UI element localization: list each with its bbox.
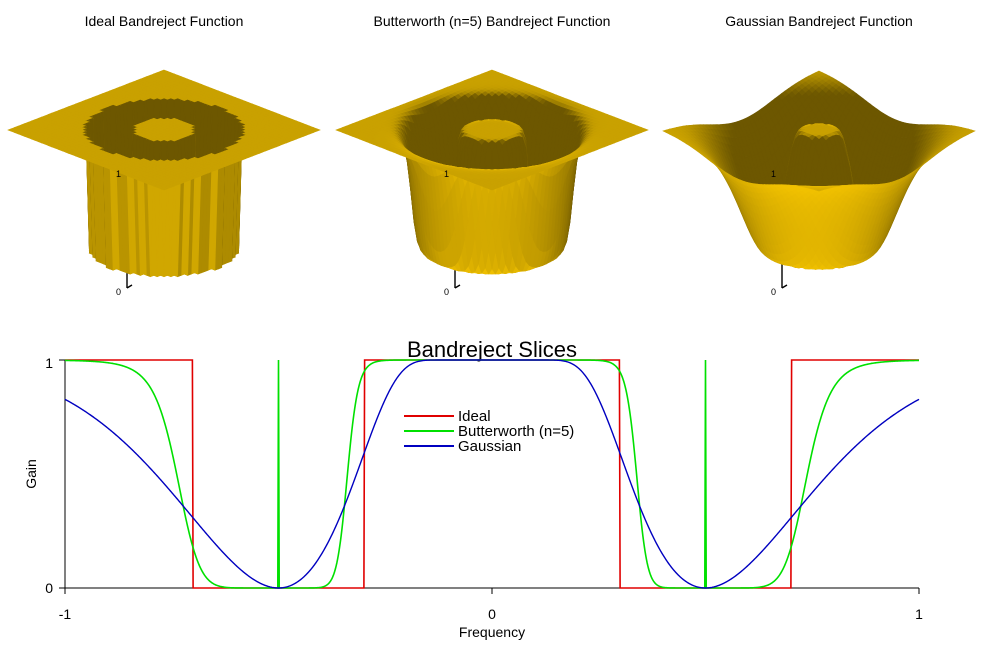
surface-z-tick-bottom — [126, 284, 133, 289]
surface-plot-butterworth — [335, 69, 649, 289]
surface-title-gaussian: Gaussian Bandreject Function — [725, 13, 913, 29]
surface-plot-ideal — [7, 69, 321, 289]
surface-z-tick-bottom — [781, 284, 788, 289]
surface-title-butterworth: Butterworth (n=5) Bandreject Function — [374, 13, 611, 29]
surface-z-tick-bottom — [454, 284, 461, 289]
surface-title-ideal: Ideal Bandreject Function — [85, 13, 244, 29]
surface-plot-gaussian — [662, 70, 976, 289]
